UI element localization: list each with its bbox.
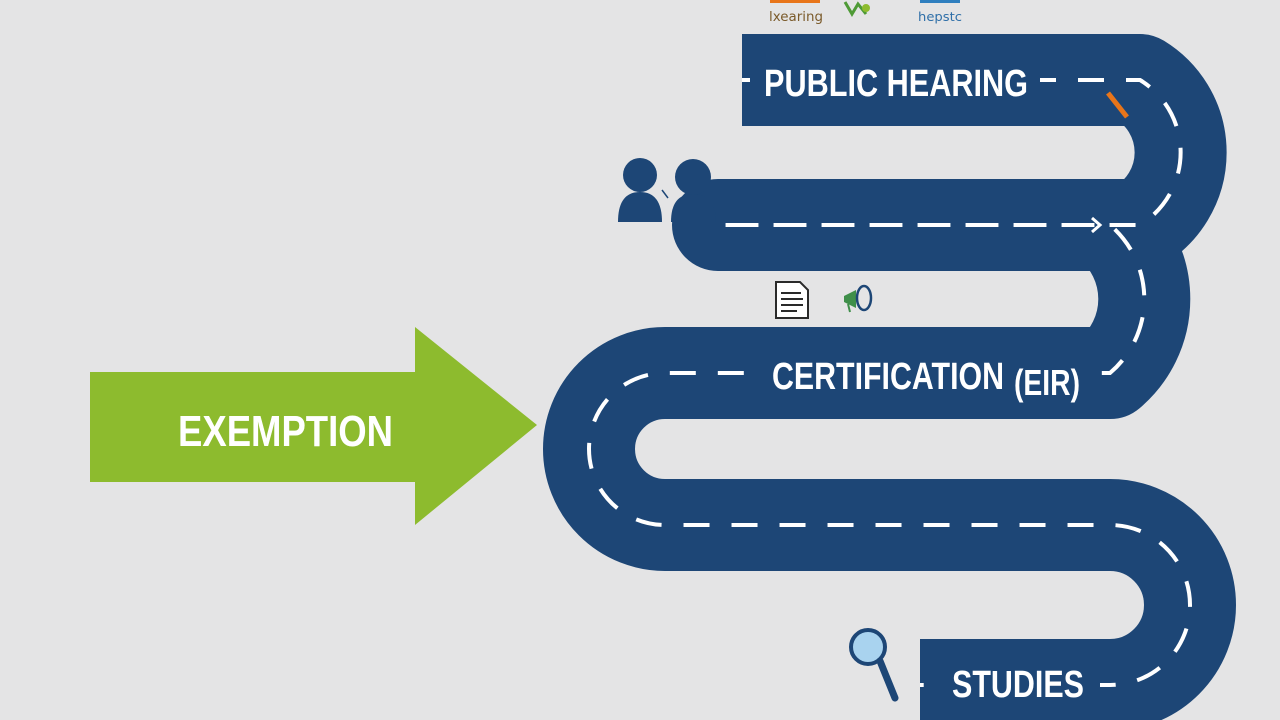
exemption-label: EXEMPTION: [178, 407, 393, 456]
road-arrow-marker: [1091, 216, 1103, 234]
road-center-dashes: [587, 78, 1192, 687]
document-icon: [775, 281, 809, 319]
stage-label-public-hearing: PUBLIC HEARING: [764, 63, 1028, 105]
exemption-arrow-shape: [90, 327, 537, 525]
stage-label-certification: CERTIFICATION: [772, 356, 1004, 398]
label-mask-certification: [760, 348, 1095, 400]
top-leaf-icon: [843, 1, 870, 17]
label-mask-public-hearing: [750, 52, 1040, 108]
label-mask-studies: [940, 655, 1100, 710]
megaphone-icon: [844, 284, 873, 313]
winding-road: [543, 34, 1236, 720]
top-blue-bar: [920, 0, 960, 3]
top-label-right: hepstc: [918, 10, 962, 24]
stage-label-studies: STUDIES: [952, 664, 1084, 706]
road-accent-dash: [1106, 91, 1129, 119]
top-icons: lxearing hepstc: [769, 0, 962, 25]
top-label-left: lxearing: [769, 10, 823, 25]
magnifier-icon: [849, 628, 899, 702]
people-icon: [618, 158, 716, 222]
stage-label-certification-suffix: (EIR): [1014, 362, 1080, 403]
top-orange-bar: [770, 0, 820, 3]
exemption-arrow: EXEMPTION: [90, 327, 537, 525]
